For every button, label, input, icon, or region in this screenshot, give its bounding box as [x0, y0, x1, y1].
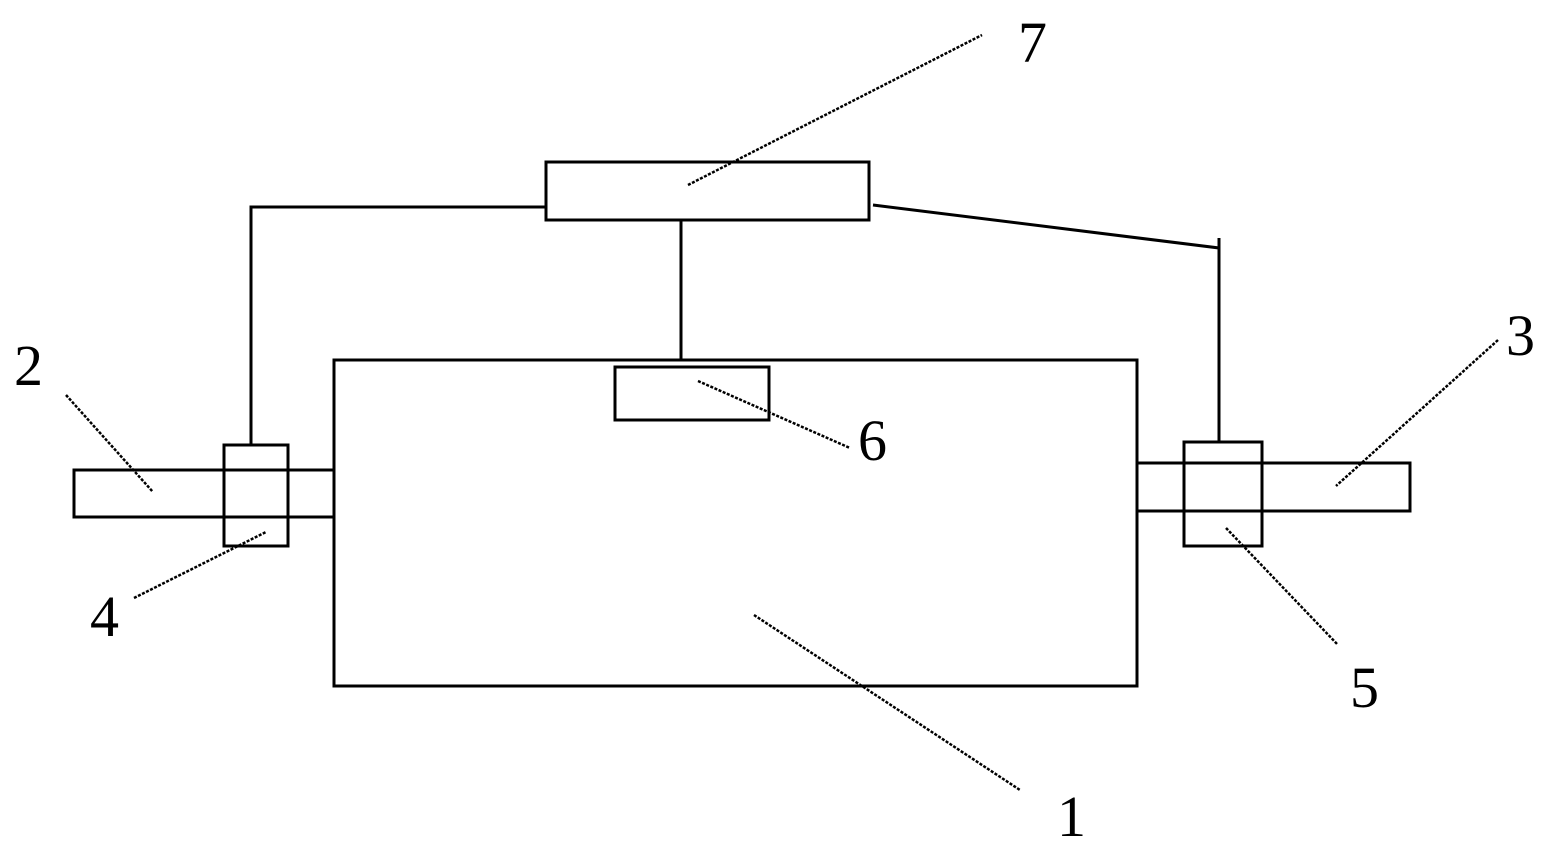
label-2: 2 — [14, 333, 43, 398]
leader-5 — [1225, 527, 1339, 646]
left-valve — [222, 443, 290, 548]
right-pipe — [1135, 461, 1412, 513]
wire-controller-to-right-valve — [872, 203, 1221, 442]
leader-4 — [133, 530, 267, 600]
leader-1 — [753, 613, 1021, 792]
wire-controller-to-left-valve — [249, 205, 546, 445]
label-6: 6 — [858, 408, 887, 473]
right-valve — [1182, 440, 1264, 548]
label-7: 7 — [1018, 10, 1047, 75]
label-4: 4 — [90, 584, 119, 649]
label-3: 3 — [1506, 303, 1535, 368]
sensor — [613, 365, 771, 422]
left-pipe — [72, 468, 336, 519]
label-5: 5 — [1350, 655, 1379, 720]
leader-3 — [1335, 339, 1499, 487]
controller — [544, 160, 871, 222]
main-body — [332, 358, 1139, 688]
leader-6 — [697, 379, 851, 450]
label-1: 1 — [1057, 784, 1086, 848]
leader-7 — [687, 33, 983, 187]
leader-2 — [65, 394, 154, 493]
